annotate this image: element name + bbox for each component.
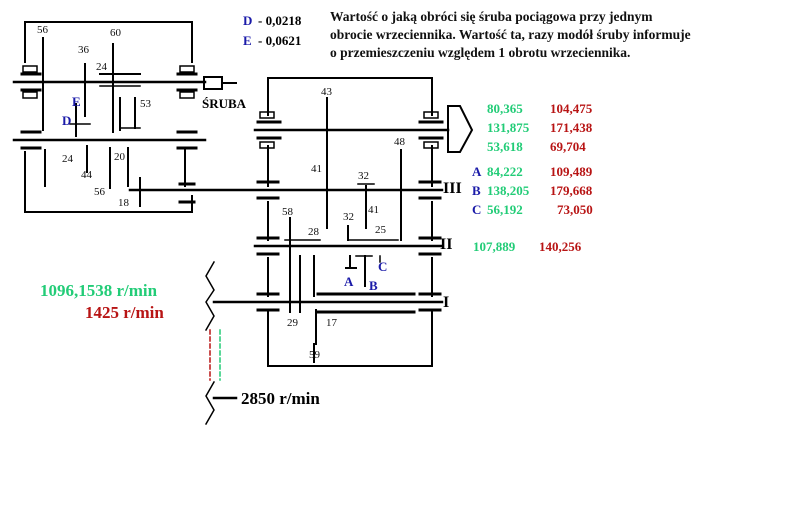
shaft3-key-c: C <box>472 202 482 217</box>
d-value: - 0,0218 <box>258 13 302 28</box>
shaft-i-label: I <box>443 294 450 311</box>
tooth-25: 25 <box>375 224 386 236</box>
selector-b: B <box>369 278 378 293</box>
tooth-41b: 41 <box>368 204 379 216</box>
tooth-59: 59 <box>309 349 320 361</box>
spindle-red-1: 104,475 <box>550 101 593 116</box>
tooth-43: 43 <box>321 86 332 98</box>
tooth-18: 18 <box>118 197 129 209</box>
tooth-53: 53 <box>140 98 151 110</box>
shaft3-green-b: 138,205 <box>487 183 530 198</box>
tooth-56b: 56 <box>94 186 105 198</box>
spindle-red-3: 69,704 <box>550 139 586 154</box>
spindle-green-3: 53,618 <box>487 139 523 154</box>
d-label: D <box>243 13 253 28</box>
e-label: E <box>243 33 252 48</box>
shaft3-red-a: 109,489 <box>550 164 593 179</box>
e-value: - 0,0621 <box>258 33 302 48</box>
spindle-green-2: 131,875 <box>487 120 530 135</box>
note-line-1: Wartość o jaką obróci się śruba pociągow… <box>330 9 653 24</box>
tooth-48: 48 <box>394 136 405 148</box>
shaft-iii-label: III <box>443 180 462 197</box>
shaft-ii-label: II <box>440 236 453 253</box>
selector-c: C <box>378 259 388 274</box>
screw-label: ŚRUBA <box>202 96 247 111</box>
speed-green: 1096,1538 r/min <box>40 281 158 300</box>
feed-gearbox <box>12 21 237 213</box>
shaft2-red: 140,256 <box>539 239 582 254</box>
tooth-56a: 56 <box>37 24 48 36</box>
belt-drive <box>204 260 238 426</box>
tooth-32a: 32 <box>358 170 369 182</box>
shaft3-key-a: A <box>472 164 482 179</box>
shaft3-green-c: 56,192 <box>487 202 523 217</box>
main-gearbox <box>128 77 474 367</box>
tooth-17: 17 <box>326 317 337 329</box>
selector-a: A <box>344 274 354 289</box>
spindle-green-1: 80,365 <box>487 101 523 116</box>
tooth-29: 29 <box>287 317 298 329</box>
shaft3-key-b: B <box>472 183 481 198</box>
selector-e: E <box>72 94 81 109</box>
note-line-2: obrocie wrzeciennika. Wartość ta, razy m… <box>330 27 691 42</box>
selector-d: D <box>62 113 72 128</box>
tooth-60: 60 <box>110 27 121 39</box>
note-line-3: o przemieszczeniu względem 1 obrotu wrze… <box>330 45 631 60</box>
shaft2-green: 107,889 <box>473 239 516 254</box>
tooth-36: 36 <box>78 44 89 56</box>
tooth-28: 28 <box>308 226 319 238</box>
shaft3-green-a: 84,222 <box>487 164 523 179</box>
tooth-44: 44 <box>81 169 92 181</box>
speed-red: 1425 r/min <box>85 303 164 322</box>
speed-motor: 2850 r/min <box>241 389 320 408</box>
shaft3-red-b: 179,668 <box>550 183 593 198</box>
tooth-32b: 32 <box>343 211 354 223</box>
tooth-41a: 41 <box>311 163 322 175</box>
spindle-red-2: 171,438 <box>550 120 593 135</box>
tooth-24a: 24 <box>96 61 107 73</box>
tooth-24b: 24 <box>62 153 73 165</box>
shaft3-red-c: 73,050 <box>557 202 593 217</box>
tooth-20: 20 <box>114 151 125 163</box>
tooth-58: 58 <box>282 206 293 218</box>
